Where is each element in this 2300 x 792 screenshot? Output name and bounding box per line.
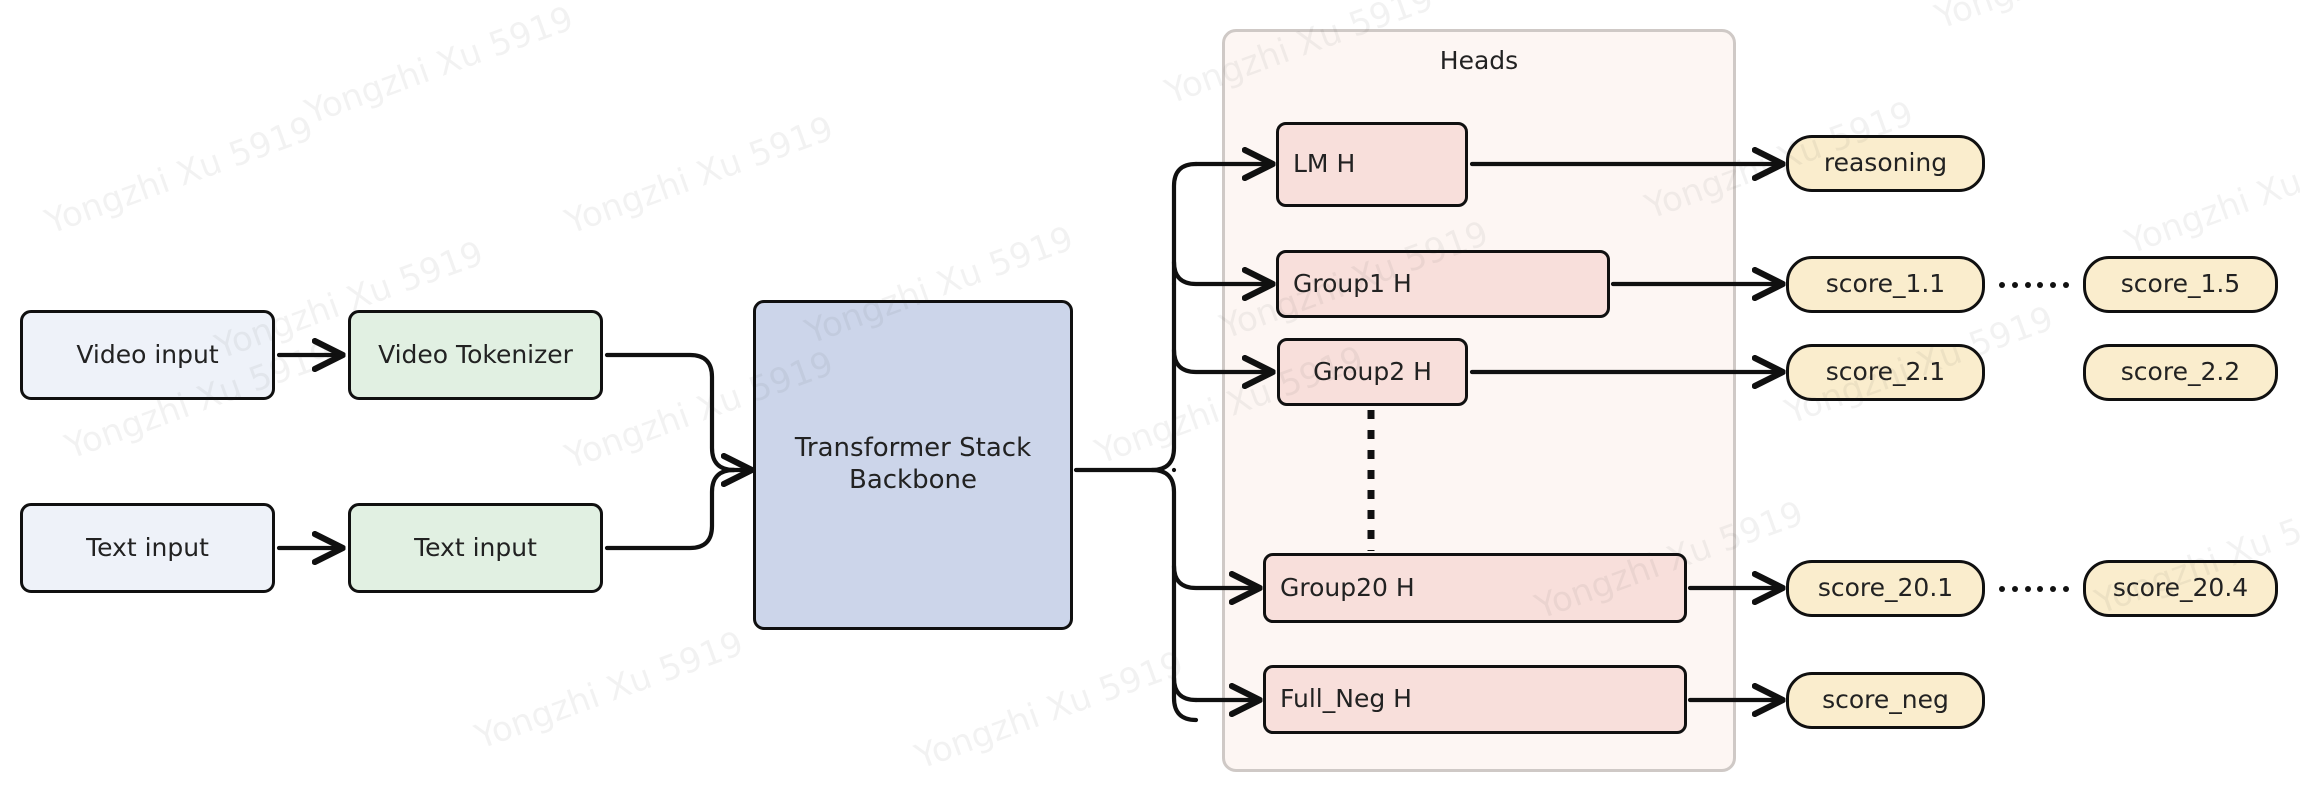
node-full-neg-head[interactable]: Full_Neg H bbox=[1263, 665, 1687, 734]
node-label: score_neg bbox=[1822, 685, 1949, 715]
edge-stem-to-group20-head bbox=[1171, 563, 1257, 588]
node-output-score-20-4[interactable]: score_20.4 bbox=[2083, 560, 2278, 617]
node-output-score-2-1[interactable]: score_2.1 bbox=[1786, 344, 1985, 401]
node-group2-head[interactable]: Group2 H bbox=[1277, 338, 1468, 406]
node-label: Group20 H bbox=[1280, 572, 1415, 602]
edge-stem-to-group1-head bbox=[1171, 259, 1270, 284]
node-label: LM H bbox=[1293, 149, 1356, 179]
node-label: Group1 H bbox=[1293, 268, 1412, 298]
node-label: score_1.1 bbox=[1825, 269, 1946, 299]
node-video-input[interactable]: Video input bbox=[20, 310, 275, 400]
node-label: score_1.5 bbox=[2120, 269, 2241, 299]
node-lm-head[interactable]: LM H bbox=[1276, 122, 1468, 207]
node-output-reasoning[interactable]: reasoning bbox=[1786, 135, 1985, 192]
node-group20-head[interactable]: Group20 H bbox=[1263, 553, 1687, 623]
node-output-score-20-1[interactable]: score_20.1 bbox=[1786, 560, 1985, 617]
node-label: score_2.1 bbox=[1825, 357, 1946, 387]
node-output-score-1-1[interactable]: score_1.1 bbox=[1786, 256, 1985, 313]
node-group1-head[interactable]: Group1 H bbox=[1276, 250, 1610, 318]
node-output-score-1-5[interactable]: score_1.5 bbox=[2083, 256, 2278, 313]
node-label: Video Tokenizer bbox=[378, 339, 573, 369]
edge-stem-bottom-curve bbox=[1171, 675, 1199, 703]
node-label: Text input bbox=[414, 532, 537, 562]
node-text-input[interactable]: Text input bbox=[20, 503, 275, 593]
node-label-line1: Transformer Stack bbox=[794, 433, 1032, 464]
node-transformer-backbone[interactable]: Transformer Stack Backbone bbox=[753, 300, 1073, 630]
node-label: Group2 H bbox=[1313, 356, 1432, 386]
node-video-tokenizer[interactable]: Video Tokenizer bbox=[348, 310, 603, 400]
node-label: score_2.2 bbox=[2120, 357, 2241, 387]
node-text-tokenizer[interactable]: Text input bbox=[348, 503, 603, 593]
node-label: Full_Neg H bbox=[1280, 684, 1412, 714]
dotted-connector-score-20 bbox=[1999, 586, 2069, 592]
edge-stem-to-group2-head bbox=[1171, 347, 1270, 372]
node-label: Video input bbox=[76, 339, 219, 369]
heads-panel-title: Heads bbox=[1439, 46, 1519, 75]
edge-video-tok-to-backbone bbox=[604, 352, 737, 473]
edge-backbone-to-lm bbox=[1073, 161, 1199, 473]
node-label: Text input bbox=[86, 532, 209, 562]
edge-text-tok-to-backbone bbox=[604, 467, 737, 551]
node-label: reasoning bbox=[1823, 148, 1948, 178]
dotted-connector-score-1 bbox=[1999, 282, 2069, 288]
node-label: score_20.4 bbox=[2112, 573, 2249, 603]
node-label-line2: Backbone bbox=[848, 465, 977, 495]
node-output-score-neg[interactable]: score_neg bbox=[1786, 672, 1985, 729]
node-output-score-2-2[interactable]: score_2.2 bbox=[2083, 344, 2278, 401]
node-label: score_20.1 bbox=[1817, 573, 1954, 603]
edge-backbone-stem-down bbox=[1149, 467, 1199, 723]
